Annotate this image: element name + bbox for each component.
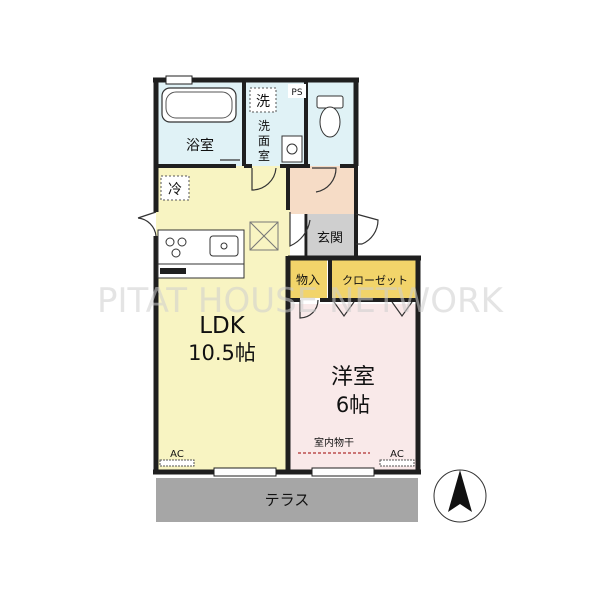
washbasin-bowl	[286, 143, 298, 155]
terrace-area	[156, 478, 418, 522]
drying-label: 室内物干	[314, 436, 354, 449]
windows	[165, 75, 375, 477]
entrance-area	[308, 214, 356, 258]
washer-box	[249, 87, 277, 113]
toilet	[316, 95, 344, 138]
fridge-box	[160, 175, 190, 201]
storage-label: 物入	[296, 273, 320, 287]
closet-label: クローゼット	[342, 274, 408, 287]
western-name-label: 洋室	[331, 365, 375, 390]
ldk-name-label: LDK	[199, 313, 246, 339]
ldk-size-label: 10.5帖	[188, 341, 256, 365]
washbasin	[281, 135, 303, 163]
ac-label-ldk: AC	[170, 449, 184, 460]
ac-mark-ldk	[159, 459, 195, 467]
kitchen-counter	[157, 229, 245, 279]
washroom-label-3: 室	[258, 148, 270, 163]
ldk-area	[156, 166, 290, 470]
washroom-label-2: 面	[258, 134, 270, 148]
storage-area	[289, 258, 327, 298]
terrace-label: テラス	[265, 491, 310, 509]
north-arrow-icon	[433, 469, 487, 523]
watermark: PITAT HOUSE NETWORK	[97, 281, 505, 321]
closet-area	[332, 258, 418, 298]
ps-label: PS	[291, 88, 302, 98]
washroom-label-1: 洗	[258, 119, 270, 133]
floor-hatch	[249, 221, 279, 251]
ps-box	[288, 84, 306, 98]
bathroom-label: 浴室	[186, 137, 214, 154]
fridge-label: 冷	[168, 182, 182, 198]
western-size-label: 6帖	[336, 393, 370, 417]
ac-mark-western	[379, 459, 415, 467]
ac-label-western: AC	[390, 449, 404, 460]
washer-label: 洗	[256, 94, 270, 110]
western-room-area	[289, 304, 418, 470]
entrance-label: 玄関	[317, 231, 343, 246]
bathtub	[161, 87, 237, 123]
doors	[137, 159, 413, 319]
